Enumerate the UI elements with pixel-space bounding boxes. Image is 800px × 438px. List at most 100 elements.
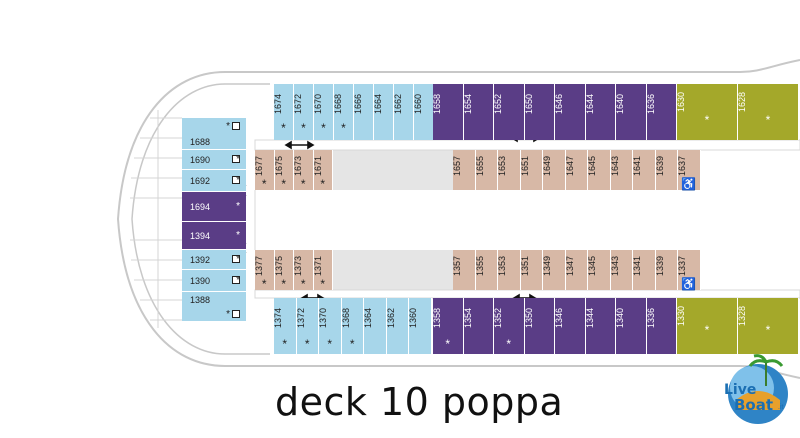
livebo at-logo (728, 354, 788, 424)
star-marker: * (261, 277, 267, 291)
star-marker: * (301, 121, 306, 135)
cabin-1343: 1343 (609, 250, 633, 290)
cabin-1346: 1346 (554, 298, 586, 354)
cabin-1694: 1694* (182, 192, 246, 222)
star-marker: * (226, 121, 230, 132)
cabin-number: 1340 (615, 308, 625, 329)
cabin-1672: 1672* (293, 84, 314, 140)
cabin-number: 1688 (190, 137, 211, 147)
cabin-1371: 1371* (313, 250, 333, 290)
cabin-number: 1655 (474, 156, 485, 177)
cabin-number: 1692 (190, 175, 211, 186)
cabin-number: 1651 (519, 156, 530, 177)
cabin-1375: 1375* (274, 250, 294, 291)
cabin-number: 1650 (523, 94, 534, 115)
cabin-1372: 1372* (296, 298, 319, 354)
cabin-number: 1353 (497, 256, 507, 277)
cabin-1344: 1344 (585, 298, 616, 354)
cabin-1650: 1650 (523, 84, 555, 140)
star-marker: * (281, 277, 287, 291)
cabin-1658: 1658 (432, 84, 464, 140)
star-marker: * (765, 113, 771, 127)
cabin-number: 1346 (554, 308, 564, 329)
cabin-1671: 1671* (313, 150, 333, 190)
cabin-1677: 1677* (254, 150, 275, 191)
cabin-1330: 1330* (676, 298, 738, 354)
cabin-1673: 1673* (293, 150, 314, 190)
cabin-1637: 1637♿ (677, 150, 701, 191)
cabin-number: 1341 (632, 256, 642, 277)
cabin-number: 1373 (293, 256, 303, 277)
cabin-number: 1392 (190, 254, 211, 265)
cabin-number: 1646 (554, 94, 564, 115)
cabin-number: 1647 (564, 156, 575, 177)
cabin-number: 1660 (413, 94, 423, 115)
cabin-number: 1652 (493, 94, 503, 115)
cabin-1653: 1653 (497, 150, 521, 190)
star-marker: * (349, 337, 355, 351)
star-marker: * (226, 309, 230, 320)
cabin-1644: 1644 (585, 84, 616, 140)
cabin-number: 1349 (542, 256, 552, 277)
cabin-1362: 1362 (386, 298, 409, 354)
cabin-number: 1350 (523, 308, 534, 329)
star-marker: * (282, 337, 288, 351)
cabin-number: 1394 (190, 230, 211, 241)
cabin-1360: 1360 (408, 298, 432, 354)
star-marker: * (445, 337, 451, 351)
cabin-number: 1668 (333, 94, 343, 115)
cabin-number: 1358 (432, 308, 442, 329)
cabin-number: 1364 (363, 308, 373, 329)
accessible-icon: ♿ (681, 177, 697, 191)
cabin-number: 1673 (293, 156, 303, 177)
cabin-number: 1370 (318, 308, 328, 329)
cabin-1649: 1649 (542, 150, 566, 190)
cabin-1639: 1639 (655, 150, 678, 190)
star-marker: * (261, 177, 267, 191)
star-marker: * (321, 121, 326, 135)
cabin-number: 1368 (340, 308, 351, 329)
cabin-1651: 1651 (519, 150, 543, 190)
cabin-1347: 1347 (565, 250, 588, 290)
cabin-number: 1690 (190, 154, 211, 165)
cabin-number: 1677 (254, 156, 264, 177)
cabin-1374: 1374* (273, 298, 297, 354)
cabin-1357: 1357 (452, 250, 476, 290)
star-marker: * (765, 323, 771, 337)
cabin-number: 1360 (408, 308, 418, 329)
cabin-1355: 1355 (475, 250, 498, 290)
cabin-1373: 1373* (293, 250, 314, 290)
cabin-number: 1351 (519, 256, 530, 277)
cabin-1662: 1662 (393, 84, 414, 140)
cabin-1354: 1354 (462, 298, 494, 354)
cabin-1675: 1675* (274, 150, 294, 190)
sofa-bed-icon (232, 276, 240, 284)
cabin-number: 1354 (462, 308, 473, 329)
cabin-number: 1630 (676, 92, 686, 113)
star-marker: * (341, 121, 346, 135)
cabin-1668: 1668 * (333, 84, 354, 140)
cabin-1349: 1349 (542, 250, 566, 290)
cabin-1666: 1666 (353, 84, 374, 140)
cabin-1692: 1692* (182, 170, 246, 192)
cabin-1341: 1341 (632, 250, 656, 290)
cabin-1328: 1328* (737, 298, 799, 354)
star-marker: * (506, 337, 512, 351)
cabin-number: 1343 (609, 256, 620, 277)
cabin-number: 1662 (393, 94, 403, 115)
cabin-number: 1640 (615, 94, 625, 115)
cabin-1643: 1643 (610, 150, 633, 190)
sofa-bed-icon (232, 176, 240, 184)
cabin-number: 1649 (542, 156, 552, 177)
cabin-1370: 1370* (318, 298, 342, 354)
cabin-number: 1654 (462, 94, 473, 115)
cabin-number: 1658 (432, 94, 442, 115)
cabin-1358: 1358* (432, 298, 464, 354)
star-marker: * (236, 254, 240, 265)
logo-text-suffix: .it (778, 404, 784, 411)
sofa-bed-icon (232, 155, 240, 163)
cabin-number: 1377 (254, 256, 264, 277)
cabin-1664: 1664 (373, 84, 394, 140)
